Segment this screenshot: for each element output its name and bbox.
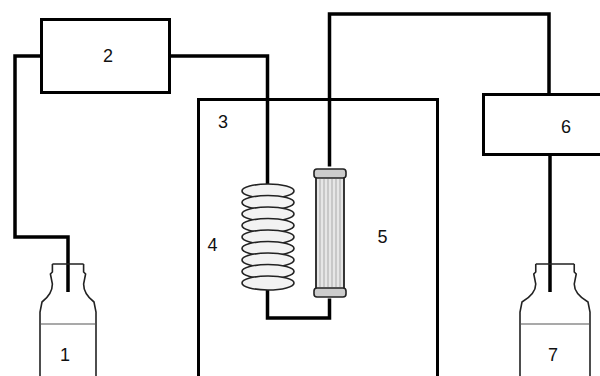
callout-number: 1 [60,346,70,364]
callout-number: 4 [208,236,218,254]
column-symbol [312,167,348,299]
coil-symbol [240,181,296,293]
oven-box: 3 4 5 [197,98,439,376]
tubing-line [171,56,268,185]
waste-bottle: 7 [518,262,592,376]
tubing-line [548,156,552,292]
callout-number: 7 [548,346,558,364]
callout-number: 3 [218,113,228,131]
detector-box: 6 [482,93,600,156]
callout-number: 5 [378,228,388,246]
tubing-line [330,14,550,167]
callout-number: 2 [103,47,113,65]
pump-box: 2 [40,18,171,94]
callout-number: 6 [561,118,571,136]
coil: 4 [200,180,296,294]
column: 5 [308,166,398,300]
solvent-bottle: 1 [38,262,98,376]
